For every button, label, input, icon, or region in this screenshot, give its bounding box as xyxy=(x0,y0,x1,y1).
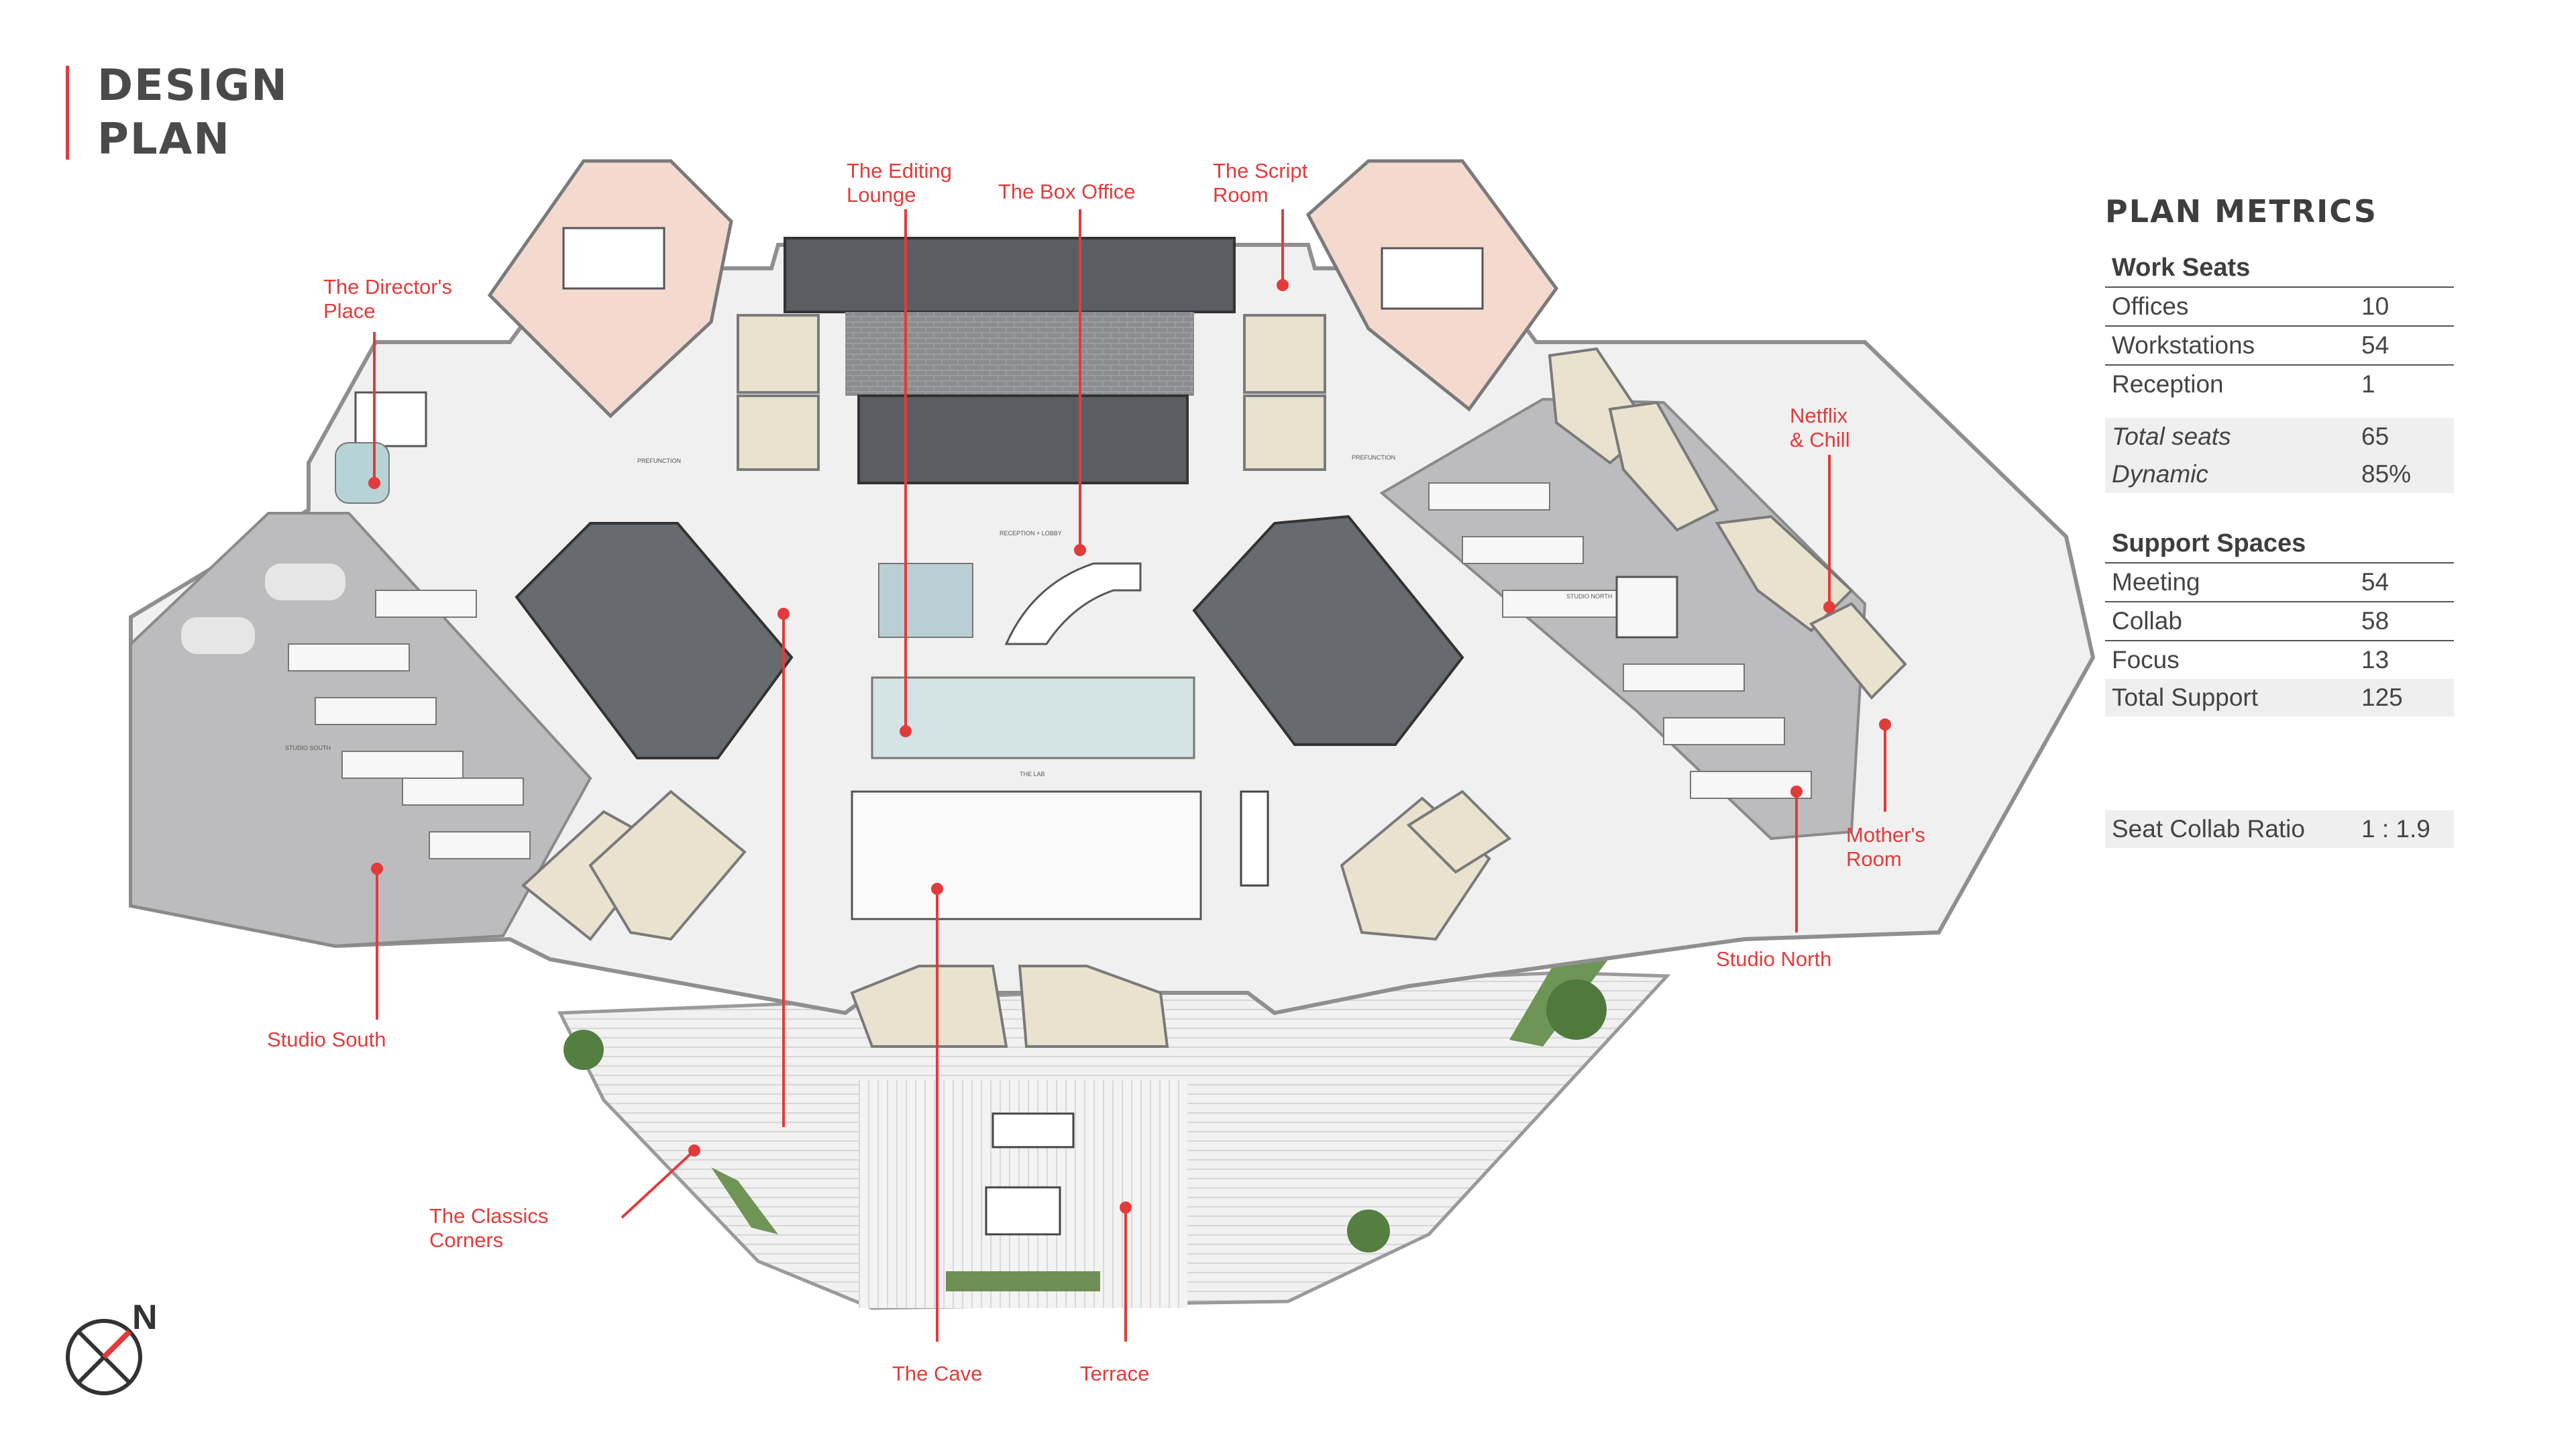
row-label: Collab xyxy=(2112,607,2182,635)
workstation-cluster xyxy=(288,590,531,859)
row-label: Meeting xyxy=(2112,568,2200,596)
metrics-row-workstations: Workstations 54 xyxy=(2105,327,2454,366)
stair-core-west xyxy=(515,522,794,759)
callout-mothers-room-2: Room xyxy=(1846,847,1902,871)
row-value: 10 xyxy=(2361,292,2390,320)
callout-directors-place-1: The Director's xyxy=(323,275,452,299)
shrub xyxy=(564,1030,604,1070)
row-label: Focus xyxy=(2112,646,2180,674)
callout-script-room: The Script Room xyxy=(1213,159,1313,207)
callout-netflix-chill-2: & Chill xyxy=(1790,428,1850,451)
callout-the-cave: The Cave xyxy=(892,1362,982,1385)
north-arrow-icon: N xyxy=(66,1298,158,1395)
svg-text:PREFUNCTION: PREFUNCTION xyxy=(1352,454,1395,461)
callout-netflix-chill-1: Netflix xyxy=(1790,404,1848,427)
metrics-row-offices: Offices 10 xyxy=(2105,288,2454,327)
svg-text:RECEPTION + LOBBY: RECEPTION + LOBBY xyxy=(1000,530,1062,537)
callout-script-room-1: The Script xyxy=(1213,159,1308,182)
title-line-1: DESIGN xyxy=(97,61,288,111)
workstation-cluster xyxy=(1428,482,1812,799)
callout-netflix-chill: Netflix & Chill xyxy=(1790,404,1854,451)
plan-metrics-panel: PLAN METRICS Work Seats Offices 10 Works… xyxy=(2105,193,2454,848)
beige-offices xyxy=(521,314,1907,1048)
callout-mothers-room-1: Mother's xyxy=(1846,823,1925,847)
conference-table xyxy=(562,227,665,290)
page-title: DESIGN PLAN xyxy=(97,59,288,166)
row-label: Dynamic xyxy=(2112,460,2208,488)
support-spaces-heading: Support Spaces xyxy=(2105,525,2454,564)
row-label: Offices xyxy=(2112,292,2189,320)
row-label: Seat Collab Ratio xyxy=(2112,815,2305,843)
callout-studio-north: Studio North xyxy=(1716,947,1831,971)
metrics-row-collab: Collab 58 xyxy=(2105,602,2454,641)
lounge-sofa xyxy=(265,564,345,600)
title-accent-bar xyxy=(66,66,69,160)
svg-text:PREFUNCTION: PREFUNCTION xyxy=(637,458,681,464)
row-value: 58 xyxy=(2361,607,2390,635)
editing-lounge-rug xyxy=(878,563,973,638)
row-value: 1 xyxy=(2361,370,2375,398)
svg-text:THE LAB: THE LAB xyxy=(1020,771,1045,777)
row-label: Total seats xyxy=(2112,423,2231,450)
callout-classics-corners-1: The Classics xyxy=(429,1204,548,1228)
conference-table xyxy=(1381,247,1484,310)
callout-script-room-2: Room xyxy=(1213,183,1269,207)
callout-classics-corners: The Classics Corners xyxy=(429,1204,554,1252)
metrics-row-reception: Reception 1 xyxy=(2105,366,2454,403)
terrace-table xyxy=(991,1112,1075,1148)
work-seats-heading: Work Seats xyxy=(2105,250,2454,288)
callout-studio-south: Studio South xyxy=(267,1028,386,1051)
metrics-row-total-seats: Total seats 65 xyxy=(2105,418,2454,455)
studio-south xyxy=(129,512,592,948)
studio-north xyxy=(1379,397,1867,841)
callout-directors-place-2: Place xyxy=(323,299,376,323)
callout-terrace: Terrace xyxy=(1080,1362,1149,1385)
planter-west xyxy=(711,1167,778,1234)
north-letter: N xyxy=(132,1298,158,1337)
lounge-table xyxy=(354,391,427,447)
directors-place-lounge xyxy=(335,442,390,504)
meeting-table xyxy=(1615,576,1678,639)
terrace-deck xyxy=(557,939,1671,1310)
row-label: Total Support xyxy=(2112,684,2259,711)
tree-canopy xyxy=(1546,979,1607,1040)
row-value: 65 xyxy=(2361,423,2390,450)
title-line-2: PLAN xyxy=(97,115,231,164)
high-table xyxy=(1240,790,1269,887)
row-value: 13 xyxy=(2361,646,2390,674)
svg-text:STUDIO NORTH: STUDIO NORTH xyxy=(1566,593,1612,600)
callout-editing-lounge-2: Lounge xyxy=(847,183,916,207)
metrics-row-dynamic: Dynamic 85% xyxy=(2105,455,2454,493)
row-value: 54 xyxy=(2361,568,2390,596)
metrics-row-focus: Focus 13 xyxy=(2105,641,2454,679)
reception-desk xyxy=(1004,562,1142,645)
callout-box-office: The Box Office xyxy=(998,180,1135,203)
shrub xyxy=(1347,1210,1390,1252)
stair-core-east xyxy=(1192,515,1464,746)
callout-editing-lounge-1: The Editing xyxy=(847,159,952,182)
metrics-row-total-support: Total Support 125 xyxy=(2105,679,2454,716)
callout-mothers-room: Mother's Room xyxy=(1846,823,1931,871)
the-lab xyxy=(851,790,1202,920)
callout-classics-corners-2: Corners xyxy=(429,1228,503,1252)
row-value: 125 xyxy=(2361,684,2403,711)
ping-pong-table xyxy=(985,1186,1061,1236)
elevator-core xyxy=(784,237,1236,484)
lounge-sofa xyxy=(181,617,255,654)
row-value: 54 xyxy=(2361,331,2390,359)
callout-leaders xyxy=(368,209,1891,1342)
callout-editing-lounge: The Editing Lounge xyxy=(847,159,957,207)
row-label: Reception xyxy=(2112,370,2224,398)
row-value: 1 : 1.9 xyxy=(2361,815,2430,843)
svg-text:STUDIO SOUTH: STUDIO SOUTH xyxy=(285,745,331,751)
metrics-title: PLAN METRICS xyxy=(2105,193,2377,229)
row-label: Workstations xyxy=(2112,331,2255,359)
interactive-screen-lounge xyxy=(871,676,1195,759)
callout-directors-place: The Director's Place xyxy=(323,275,458,323)
row-value: 85% xyxy=(2361,460,2412,488)
metrics-row-seat-collab-ratio: Seat Collab Ratio 1 : 1.9 xyxy=(2105,810,2454,848)
planter-south xyxy=(946,1271,1100,1291)
metrics-row-meeting: Meeting 54 xyxy=(2105,564,2454,602)
